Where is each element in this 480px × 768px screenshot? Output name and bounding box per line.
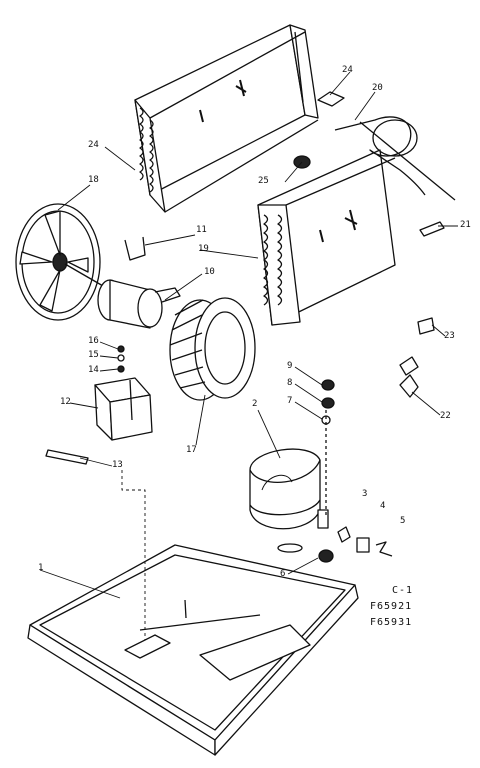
callout-4: 4: [380, 501, 386, 511]
callout-24-evaporator: 24: [88, 140, 99, 150]
callout-7: 7: [287, 396, 293, 406]
relay: [356, 537, 370, 553]
callout-10: 10: [204, 267, 215, 277]
cover: [375, 541, 393, 557]
coil-clip: [317, 91, 345, 107]
callout-22: 22: [440, 411, 451, 421]
motor-mount: [94, 377, 153, 441]
thermostat: [399, 356, 419, 398]
callout-20: 20: [372, 83, 383, 93]
motor: [97, 279, 181, 329]
callout-3: 3: [362, 489, 368, 499]
callout-5: 5: [400, 516, 406, 526]
fan-blade: [15, 203, 101, 321]
spacer: [117, 365, 125, 373]
callout-25: 25: [258, 176, 269, 186]
switch: [417, 317, 435, 335]
model-number-2: F65931: [370, 617, 413, 628]
callout-1: 1: [38, 563, 44, 573]
model-number-1: F65921: [370, 601, 413, 612]
grommet-9: [321, 379, 335, 391]
overload: [337, 526, 351, 543]
callout-8: 8: [287, 378, 293, 388]
callout-2: 2: [252, 399, 258, 409]
washer: [117, 354, 125, 362]
blower-wheel: [169, 297, 256, 401]
compressor: [249, 448, 329, 553]
callout-24-clip: 24: [342, 65, 353, 75]
callout-6: 6: [280, 569, 286, 579]
callout-17: 17: [186, 445, 197, 455]
callout-21: 21: [460, 220, 471, 230]
strap: [45, 449, 89, 465]
capillary-tube: [334, 116, 456, 201]
motor-bracket: [124, 236, 146, 261]
callout-23: 23: [444, 331, 455, 341]
callout-16: 16: [88, 336, 99, 346]
grommet-6: [318, 549, 334, 563]
condenser-coil: [257, 149, 396, 326]
base-pan: [27, 544, 359, 756]
callout-18: 18: [88, 175, 99, 185]
callout-14: 14: [88, 365, 99, 375]
grommet-8: [321, 397, 335, 409]
nut: [117, 345, 125, 353]
callout-13: 13: [112, 460, 123, 470]
callout-19: 19: [198, 244, 209, 254]
leader-lines: [39, 71, 458, 640]
diagram-caption-code: C-1: [392, 585, 414, 596]
callout-15: 15: [88, 350, 99, 360]
callout-11: 11: [196, 225, 207, 235]
heater-part: [419, 221, 445, 237]
callout-9: 9: [287, 361, 293, 371]
callout-12: 12: [60, 397, 71, 407]
evaporator-coil: [134, 24, 319, 213]
